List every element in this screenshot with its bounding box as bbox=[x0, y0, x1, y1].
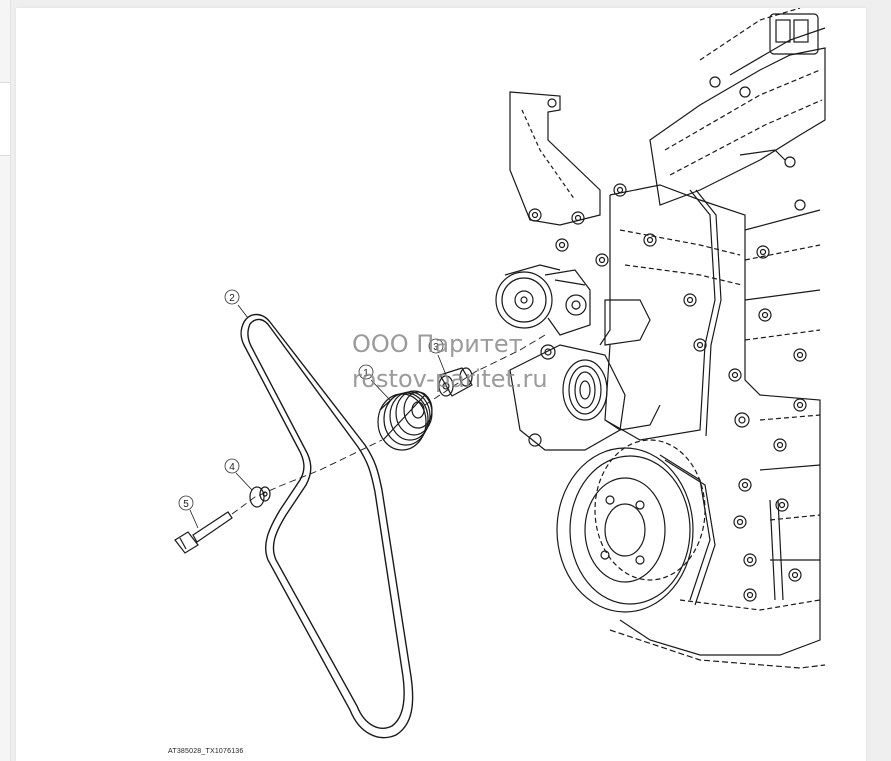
serpentine-belt bbox=[240, 313, 414, 739]
callout-3: 3 bbox=[428, 338, 444, 354]
right-gutter bbox=[870, 0, 891, 761]
left-strip bbox=[0, 0, 11, 761]
water-pump bbox=[509, 344, 626, 451]
reference-code: AT385028_TX1076136 bbox=[168, 748, 244, 755]
left-tab[interactable] bbox=[0, 82, 10, 156]
watermark-company: ООО Паритет bbox=[352, 330, 523, 358]
svg-text:4: 4 bbox=[229, 462, 235, 473]
svg-text:2: 2 bbox=[229, 293, 235, 304]
svg-text:1: 1 bbox=[363, 368, 369, 379]
callout-2: 2 bbox=[224, 289, 240, 305]
spacer-bushing bbox=[438, 367, 473, 397]
bolt bbox=[174, 511, 233, 554]
diagram-sheet bbox=[16, 8, 866, 761]
callout-5: 5 bbox=[178, 495, 194, 511]
svg-text:5: 5 bbox=[183, 499, 189, 510]
watermark-site: rostov-paritet.ru bbox=[352, 365, 548, 393]
callout-1: 1 bbox=[358, 364, 374, 380]
engine-block bbox=[509, 8, 826, 669]
belt-tensioner bbox=[495, 264, 591, 336]
washer bbox=[249, 486, 271, 508]
svg-text:3: 3 bbox=[433, 342, 439, 353]
assembly-axis bbox=[231, 439, 383, 515]
crankshaft-pulley bbox=[556, 439, 716, 613]
block-bolts bbox=[528, 76, 807, 602]
callout-4: 4 bbox=[224, 458, 240, 474]
idler-pulley bbox=[377, 390, 433, 451]
